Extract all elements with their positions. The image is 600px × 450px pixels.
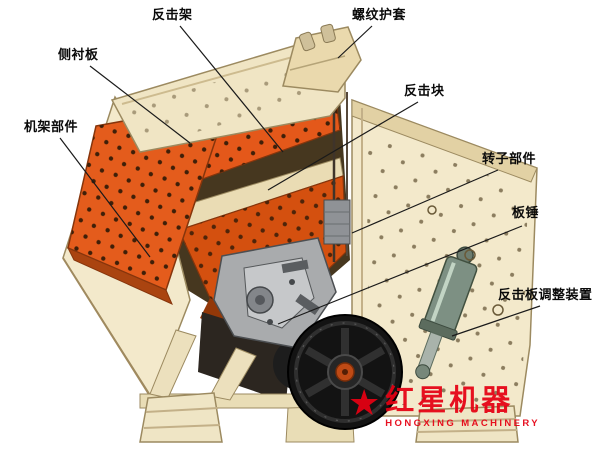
hongxing-star-icon: ★ [348, 382, 381, 423]
label-threaded-sleeve: 螺纹护套 [352, 7, 407, 22]
leader-lines [59, 25, 541, 337]
flywheel [287, 314, 403, 430]
leader-side-liner [89, 65, 191, 144]
leader-adjuster [451, 305, 541, 337]
leader-frame-parts [59, 137, 151, 258]
machine-housing-right [351, 98, 538, 417]
label-impact-frame: 反击架 [152, 7, 193, 22]
leader-impact-frame [179, 25, 284, 153]
threaded-sleeve-bracket [282, 23, 362, 93]
label-blow-bar: 板锤 [512, 205, 540, 220]
leader-impact-block [267, 101, 419, 191]
blow-bar-plate [281, 259, 309, 274]
adjustment-rods [323, 90, 351, 262]
label-rotor-parts: 转子部件 [482, 151, 537, 166]
label-impact-plate-adjuster: 反击板调整装置 [498, 287, 593, 302]
side-liner-plate [66, 101, 230, 305]
watermark-subtitle: HONGXING MACHINERY [385, 418, 541, 429]
leader-threaded-sleeve [337, 25, 373, 59]
label-frame-parts: 机架部件 [24, 119, 79, 134]
leader-blow-bar [277, 225, 523, 325]
watermark-hongxing: ★ 红星机器 HONGXING MACHINERY [348, 382, 541, 430]
label-side-liner: 侧衬板 [58, 47, 99, 62]
rotor-assembly [213, 237, 337, 349]
support-legs [139, 392, 519, 443]
label-impact-block: 反击块 [404, 83, 445, 98]
watermark-brand: 红星机器 [385, 385, 514, 417]
bolt-details [427, 205, 504, 316]
leader-rotor-parts [351, 169, 499, 234]
